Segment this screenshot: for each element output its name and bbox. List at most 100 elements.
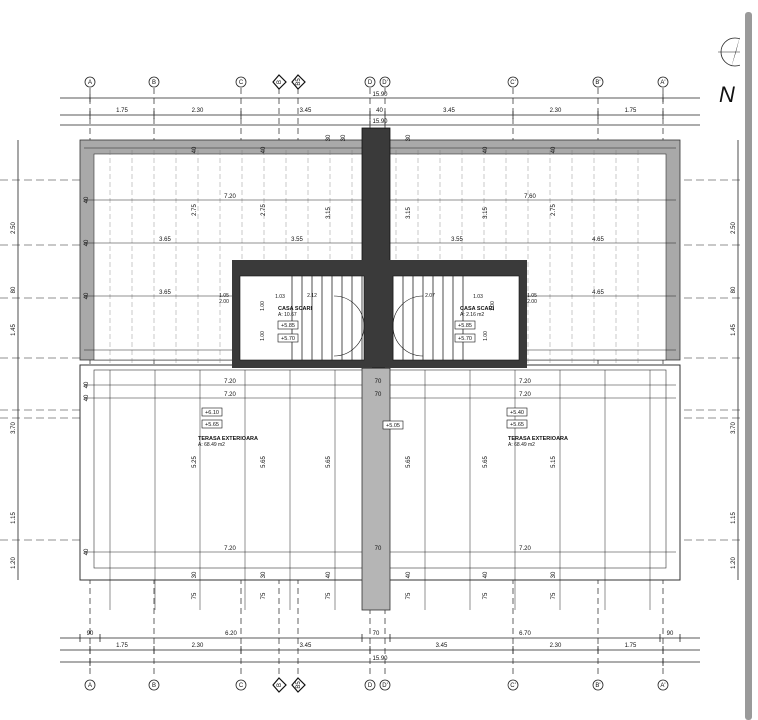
dim-small: 3.15 — [326, 207, 332, 219]
dim-small: 40 — [192, 146, 198, 153]
dim-small: 40 — [551, 146, 557, 153]
dim-interior: 3.55 — [451, 237, 463, 243]
dim-small: 75 — [326, 592, 332, 599]
dim-segment: 1.75 — [625, 108, 637, 114]
axis-label: B — [152, 80, 156, 86]
section-marker-icon — [291, 74, 306, 90]
axis-label: D' — [382, 80, 387, 86]
dim-small: 30 — [406, 134, 412, 141]
room-name: CASA SCARI — [460, 306, 494, 312]
stair-dim: 2.12 — [307, 293, 317, 299]
stair-room-floor — [392, 275, 520, 361]
section-marker-label: B5 — [296, 681, 302, 689]
dim-interior: 7.20 — [224, 392, 236, 398]
dim-side: 80 — [11, 286, 17, 293]
dim-small: 3.15 — [406, 207, 412, 219]
dim-side: 80 — [731, 286, 737, 293]
axis-label: B — [152, 683, 156, 689]
axis-label: B' — [595, 683, 600, 689]
dim-small: 30 — [341, 134, 347, 141]
dim-small: 40 — [84, 239, 90, 246]
room-area: A: 2.16 m2 — [460, 312, 484, 318]
dim-interior: 7.20 — [519, 379, 531, 385]
dim-interior: 3.65 — [159, 290, 171, 296]
section-marker-label: B — [277, 80, 283, 84]
axis-bubble — [379, 76, 391, 88]
dim-interior: 7.20 — [224, 546, 236, 552]
dim-bottom2: 1.75 — [116, 643, 128, 649]
stair-dim: 1.03 — [275, 294, 285, 300]
dim-side: 1.45 — [11, 324, 17, 336]
axis-bubble — [235, 679, 247, 691]
room-area: A: 68.49 m2 — [508, 442, 535, 448]
axis-bubble — [148, 679, 160, 691]
dim-interior: 4.65 — [592, 237, 604, 243]
level-marker: +5.85 — [458, 323, 472, 329]
dim-segment: 1.75 — [116, 108, 128, 114]
dim-bottom2: 2.30 — [550, 643, 562, 649]
dim-bottom2: 2.30 — [192, 643, 204, 649]
axis-label: A' — [660, 683, 665, 689]
level-marker: +5.70 — [281, 336, 295, 342]
scrollbar[interactable] — [745, 12, 752, 720]
center-wall-lower — [361, 367, 391, 611]
dim-total-top: 15.90 — [372, 92, 388, 98]
dim-side: 3.70 — [731, 422, 737, 434]
axis-label: A — [88, 683, 92, 689]
dim-small: 5.65 — [326, 456, 332, 468]
axis-bubble — [364, 679, 376, 691]
dim-small: 40 — [84, 196, 90, 203]
axis-bubble — [364, 76, 376, 88]
axis-label: D — [368, 683, 373, 689]
dim-small: 30 — [261, 571, 267, 578]
level-marker: +5.40 — [510, 410, 524, 416]
section-marker-label: B5 — [296, 78, 302, 86]
dim-small: 30 — [326, 134, 332, 141]
dim-bottom2: 3.45 — [436, 643, 448, 649]
axis-label: C' — [510, 683, 515, 689]
dim-total-inner: 15.90 — [372, 119, 388, 125]
dim-interior: 70 — [375, 392, 382, 398]
stair-dim: 2.00 — [219, 299, 229, 305]
stair-curve — [392, 295, 424, 357]
dim-segment: 3.45 — [300, 108, 312, 114]
dim-small: 40 — [483, 146, 489, 153]
level-marker: +6.10 — [205, 410, 219, 416]
stair-dim: 1.05 — [219, 293, 229, 299]
room-area: A: 68.49 m2 — [198, 442, 225, 448]
dim-interior: 7.60 — [524, 194, 536, 200]
axis-bubble — [592, 76, 604, 88]
dim-bottom1: 90 — [667, 631, 674, 637]
axis-bubble — [657, 76, 669, 88]
dim-small: 5.65 — [261, 456, 267, 468]
dim-small: 75 — [261, 592, 267, 599]
stair-dim: 2.00 — [527, 299, 537, 305]
stair-dim: 1.05 — [527, 293, 537, 299]
dim-side: 1.20 — [731, 557, 737, 569]
dim-small: 40 — [483, 571, 489, 578]
stair-dim-vertical: 1.00 — [260, 301, 266, 311]
dim-side: 1.45 — [731, 324, 737, 336]
dim-small: 40 — [84, 394, 90, 401]
dim-small: 75 — [192, 592, 198, 599]
dim-small: 40 — [84, 381, 90, 388]
level-box — [506, 407, 528, 417]
dim-interior: 70 — [375, 546, 382, 552]
dim-small: 5.15 — [551, 456, 557, 468]
dim-bottom-total: 15.90 — [372, 656, 388, 662]
level-box — [277, 333, 299, 343]
axis-label: A' — [660, 80, 665, 86]
north-label: N — [719, 82, 735, 107]
level-box — [201, 407, 223, 417]
axis-bubble — [84, 76, 96, 88]
level-box — [454, 320, 476, 330]
dim-segment: 2.30 — [192, 108, 204, 114]
stair-dim-vertical: 1.00 — [483, 331, 489, 341]
section-marker-icon — [291, 677, 306, 693]
dim-small: 40 — [84, 292, 90, 299]
level-box — [201, 419, 223, 429]
dim-side: 1.15 — [731, 512, 737, 524]
dim-side: 2.50 — [731, 222, 737, 234]
dim-small: 75 — [483, 592, 489, 599]
level-marker: +5.70 — [458, 336, 472, 342]
